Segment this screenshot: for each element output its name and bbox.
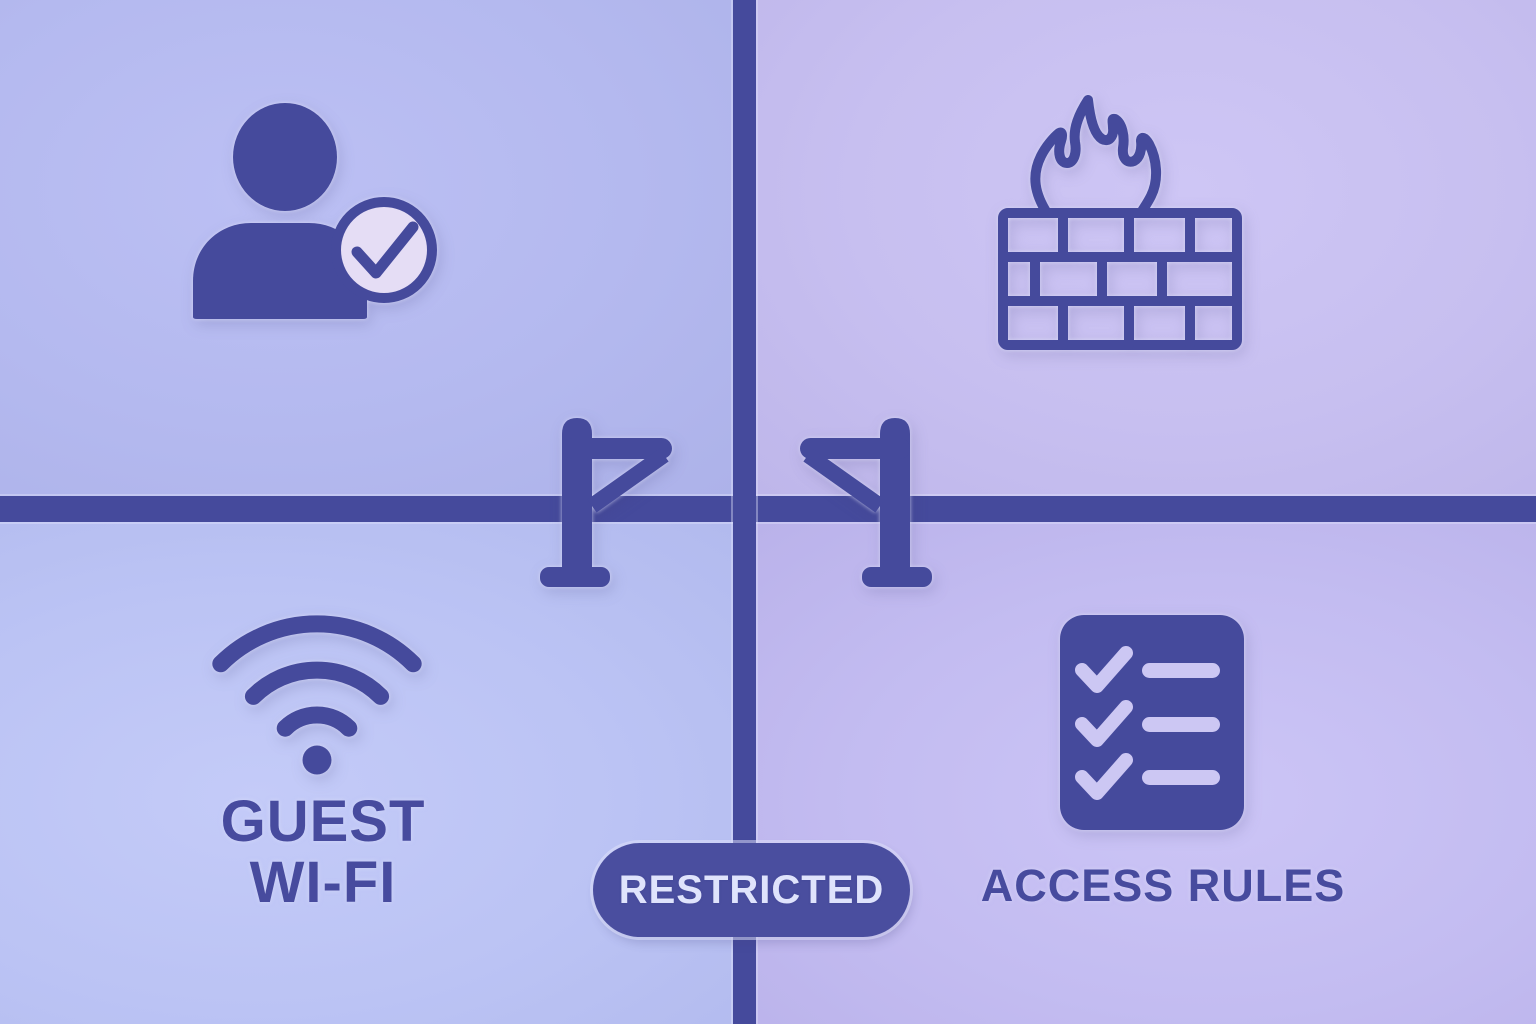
- quadrant-top-right: [756, 0, 1536, 496]
- barrier-gate-icon-left: [540, 418, 672, 587]
- access-rules-label: ACCESS RULES: [980, 860, 1346, 911]
- quadrant-bottom-left: [0, 522, 733, 1024]
- firewall-icon: [998, 95, 1242, 350]
- horizontal-divider-line: [0, 496, 1536, 522]
- vertical-divider-line: [733, 0, 756, 1024]
- wifi-icon: [212, 615, 422, 775]
- restricted-badge: RESTRICTED: [593, 843, 910, 937]
- restricted-badge-text: RESTRICTED: [618, 867, 885, 912]
- guest-wifi-label-line1: GUEST: [220, 789, 426, 854]
- guest-wifi-label-line2: WI-FI: [249, 850, 397, 915]
- barrier-gate-icon-right: [800, 418, 932, 587]
- checklist-icon: [1060, 615, 1244, 830]
- guest-wifi-label: GUEST WI-FI: [221, 791, 426, 913]
- user-check-icon: [193, 103, 437, 319]
